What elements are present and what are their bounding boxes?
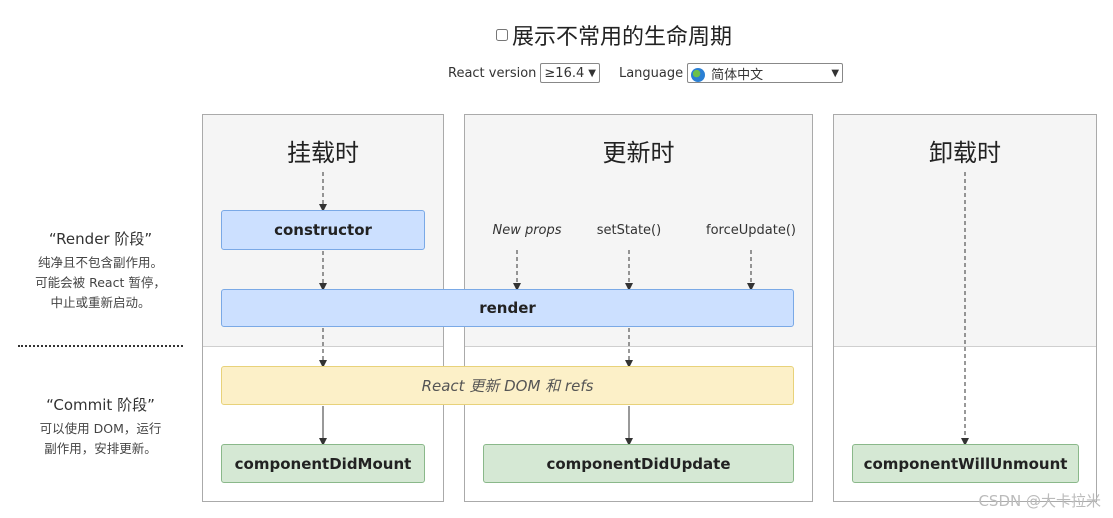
show-uncommon-lifecycles-toggle[interactable]: 展示不常用的生命周期: [496, 20, 732, 50]
react-version-select[interactable]: ≥16.4 ▼: [540, 63, 600, 83]
component-did-update-node[interactable]: componentDidUpdate: [483, 444, 794, 483]
chevron-down-icon: ▼: [831, 67, 840, 79]
react-updates-dom-node: React 更新 DOM 和 refs: [221, 366, 794, 405]
render-stage-desc-line: 中止或重新启动。: [50, 295, 151, 310]
forceupdate-trigger: forceUpdate(): [706, 223, 796, 238]
language-label: Language: [618, 65, 684, 81]
commit-stage-description: “Commit 阶段” 可以使用 DOM，运行 副作用，安排更新。: [18, 394, 183, 459]
component-did-mount-node[interactable]: componentDidMount: [221, 444, 425, 483]
commit-stage-title: “Commit 阶段”: [46, 396, 155, 414]
stage-divider: [18, 345, 183, 347]
chevron-down-icon: ▼: [588, 67, 596, 79]
render-stage-description: “Render 阶段” 纯净且不包含副作用。 可能会被 React 暂停， 中止…: [18, 228, 183, 313]
show-uncommon-checkbox[interactable]: [496, 29, 508, 41]
unmount-phase-title: 卸载时: [929, 139, 1001, 167]
component-will-unmount-node[interactable]: componentWillUnmount: [852, 444, 1079, 483]
watermark: CSDN @大卡拉米: [978, 492, 1101, 510]
render-stage-desc-line: 纯净且不包含副作用。: [37, 255, 163, 270]
globe-icon: [691, 68, 706, 82]
react-version-value: ≥16.4: [544, 65, 585, 81]
phase-divider: [465, 346, 812, 347]
render-stage-title: “Render 阶段”: [48, 230, 153, 248]
update-phase-title: 更新时: [602, 139, 675, 167]
commit-stage-desc-line: 副作用，安排更新。: [44, 441, 157, 456]
new-props-trigger: New props: [492, 223, 562, 238]
render-stage-desc-line: 可能会被 React 暂停，: [35, 275, 166, 290]
constructor-node[interactable]: constructor: [221, 210, 425, 250]
phase-divider: [203, 346, 443, 347]
show-uncommon-label: 展示不常用的生命周期: [512, 25, 733, 50]
mount-phase-title: 挂载时: [287, 139, 359, 167]
setstate-trigger: setState(): [596, 223, 662, 238]
settings-bar: React version ≥16.4 ▼ Language 简体中文 ▼: [448, 62, 844, 84]
commit-stage-desc-line: 可以使用 DOM，运行: [39, 421, 162, 436]
phase-divider: [834, 346, 1096, 347]
language-value: 简体中文: [711, 67, 764, 83]
language-select[interactable]: 简体中文 ▼: [687, 63, 844, 83]
react-version-label: React version: [448, 65, 537, 81]
render-node[interactable]: render: [221, 289, 794, 327]
